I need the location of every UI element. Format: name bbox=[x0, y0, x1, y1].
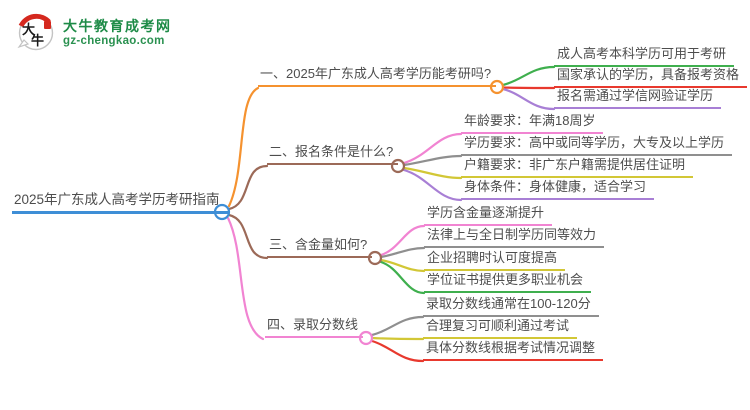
branch-4-child-1: 录取分数线通常在100-120分 bbox=[423, 296, 599, 317]
link-b2-c3 bbox=[402, 166, 463, 180]
branch-3-child-3: 企业招聘时认可度提高 bbox=[424, 250, 566, 271]
branch-3-child-4: 学位证书提供更多职业机会 bbox=[424, 272, 592, 293]
daniu-logo-icon: 大 牛 bbox=[17, 13, 54, 51]
branch-3-label: 三、含金量如何? bbox=[267, 236, 373, 258]
branch-4-child-3: 具体分数线根据考试情况调整 bbox=[423, 340, 604, 361]
link-b3-c1 bbox=[379, 224, 426, 257]
branch-4-label: 四、录取分数线 bbox=[265, 316, 364, 338]
link-root-branch2 bbox=[227, 164, 269, 211]
link-root-branch4 bbox=[226, 216, 265, 341]
branch-1-child-2: 国家承认的学历，具备报考资格 bbox=[554, 67, 748, 88]
branch-4-child-2: 合理复习可顺利通过考试 bbox=[423, 318, 578, 339]
site-logo: 大 牛 大牛教育成考网 gz-chengkao.com bbox=[16, 12, 172, 54]
logo-title: 大牛教育成考网 bbox=[63, 18, 172, 34]
root-topic: 2025年广东成人高考学历考研指南 bbox=[12, 191, 228, 214]
svg-text:牛: 牛 bbox=[31, 33, 44, 49]
link-b1-c1 bbox=[501, 65, 556, 87]
link-b1-c3 bbox=[501, 87, 556, 111]
logo-url: gz-chengkao.com bbox=[63, 35, 165, 47]
link-b3-c3 bbox=[379, 258, 426, 273]
branch-3-child-1: 学历含金量逐渐提升 bbox=[424, 205, 553, 226]
branch-3-child-2: 法律上与全日制学历同等效力 bbox=[424, 227, 605, 248]
svg-text:大: 大 bbox=[22, 22, 35, 38]
link-root-branch1 bbox=[227, 86, 260, 208]
link-b2-c1 bbox=[402, 132, 463, 165]
link-b4-c2 bbox=[370, 336, 425, 341]
link-b1-c2 bbox=[501, 86, 556, 90]
link-b2-c2 bbox=[402, 154, 463, 167]
branch-1-child-1: 成人高考本科学历可用于考研 bbox=[554, 46, 735, 67]
branch-2-child-3: 户籍要求：非广东户籍需提供居住证明 bbox=[461, 157, 694, 178]
branch-2-label: 二、报名条件是什么? bbox=[267, 143, 399, 165]
logo-text-block: 大牛教育成考网 gz-chengkao.com bbox=[63, 18, 172, 48]
link-b3-c2 bbox=[379, 246, 426, 259]
link-b2-c4 bbox=[402, 168, 463, 202]
link-b3-c4 bbox=[379, 260, 426, 295]
link-b4-c1 bbox=[370, 315, 425, 337]
branch-2-child-4: 身体条件：身体健康，适合学习 bbox=[461, 179, 655, 200]
link-b4-c3 bbox=[370, 339, 425, 363]
branch-1-label: 一、2025年广东成人高考学历能考研吗? bbox=[258, 65, 497, 87]
branch-2-child-1: 年龄要求：年满18周岁 bbox=[461, 113, 604, 134]
branch-2-child-2: 学历要求：高中或同等学历，大专及以上学历 bbox=[461, 135, 733, 156]
link-root-branch3 bbox=[227, 213, 269, 260]
branch-1-child-3: 报名需通过学信网验证学历 bbox=[554, 88, 722, 109]
